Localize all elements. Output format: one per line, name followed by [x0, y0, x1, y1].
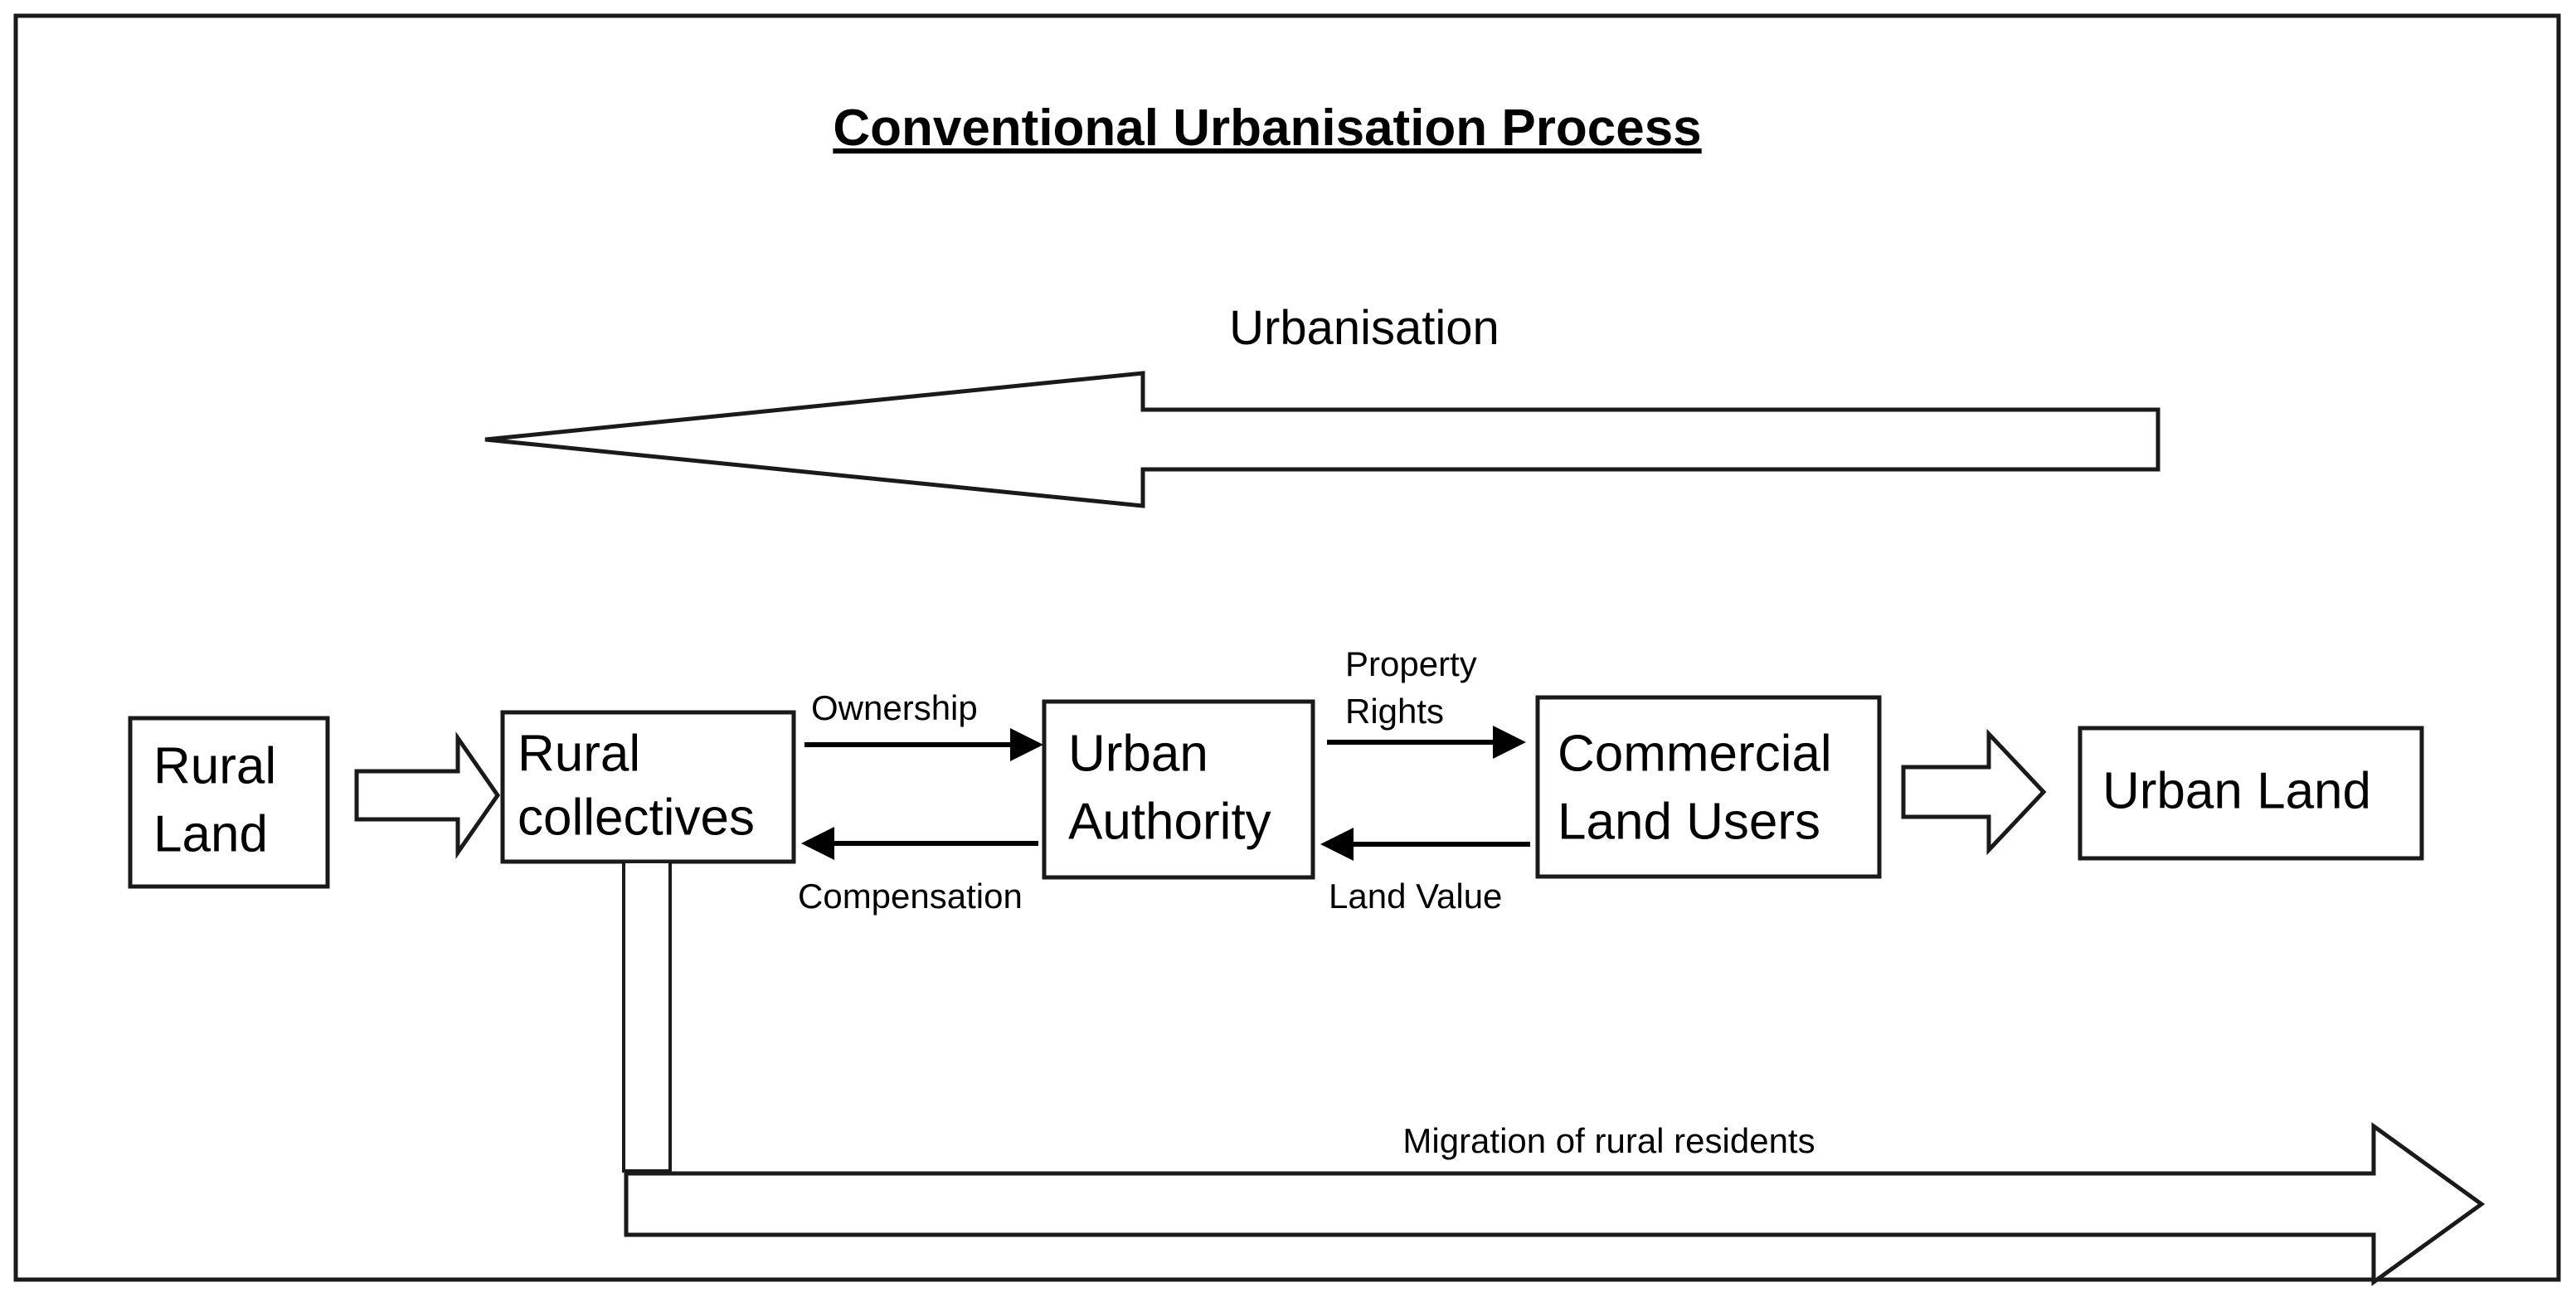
node-rural-collectives — [500, 710, 796, 864]
edge-ownership-arrowhead — [1010, 728, 1043, 761]
node-rural-land-label-line2: Land — [153, 805, 268, 862]
node-urban-authority-label-line1: Urban — [1068, 725, 1208, 782]
node-commercial-land-users-label-line1: Commercial — [1558, 725, 1832, 782]
edge-compensation-arrowhead — [801, 827, 834, 860]
urbanisation-arrow — [484, 371, 2160, 508]
node-urban-land-label: Urban Land — [2102, 762, 2371, 819]
node-urban-authority-label-line2: Authority — [1068, 793, 1271, 850]
migration-vertical-connector — [622, 860, 672, 1173]
block-arrow-rural-land-to-collectives — [354, 731, 501, 859]
migration-arrow — [624, 1122, 2486, 1286]
edge-land-value-label: Land Value — [1329, 877, 1502, 916]
node-commercial-land-users — [1535, 695, 1882, 879]
edge-property-rights-label-line2: Rights — [1345, 692, 1444, 731]
edge-property-rights-label-line1: Property — [1345, 644, 1477, 683]
diagram-frame — [13, 13, 2561, 1282]
migration-label: Migration of rural residents — [1402, 1121, 1815, 1160]
page-title: Conventional Urbanisation Process — [833, 100, 1701, 157]
node-rural-collectives-label-line1: Rural — [518, 725, 640, 782]
edge-compensation-label: Compensation — [798, 877, 1023, 916]
node-urban-authority — [1042, 699, 1315, 880]
node-commercial-land-users-label-line2: Land Users — [1558, 793, 1820, 850]
block-arrow-commercial-to-urban-land — [1901, 728, 2047, 856]
urbanisation-label: Urbanisation — [1229, 301, 1499, 355]
edge-ownership-label: Ownership — [811, 688, 978, 727]
node-rural-land-label-line1: Rural — [153, 737, 276, 794]
edge-land-value-arrowhead — [1320, 828, 1354, 861]
node-rural-collectives-label-line2: collectives — [518, 789, 755, 846]
node-rural-land — [128, 716, 330, 889]
edge-property-rights-arrowhead — [1493, 726, 1526, 759]
node-urban-land — [2078, 726, 2424, 861]
